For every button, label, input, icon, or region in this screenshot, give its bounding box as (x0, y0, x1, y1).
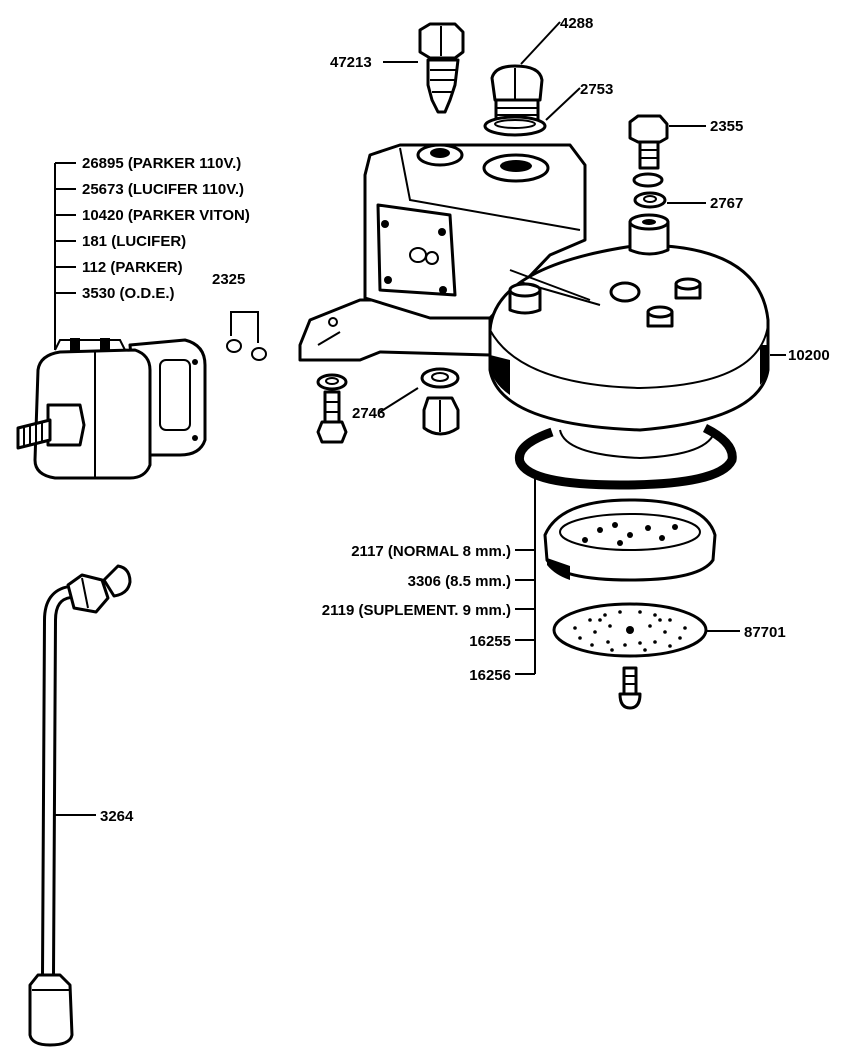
valve-part-3530: 3530 (O.D.E.) (82, 285, 175, 302)
label-87701: 87701 (744, 624, 786, 641)
label-10200: 10200 (788, 347, 830, 364)
valve-group-leader (54, 162, 76, 350)
screen-screw (618, 666, 642, 710)
gasket-part-16255: 16255 (469, 633, 511, 650)
valve-part-25673: 25673 (LUCIFER 110V.) (82, 181, 244, 198)
label-3264: 3264 (100, 808, 134, 825)
bolt-2746 (316, 373, 348, 444)
gasket-group-leader (515, 478, 536, 675)
leader-2753 (545, 87, 581, 121)
o-rings-2325 (226, 311, 267, 361)
label-47213: 47213 (330, 54, 372, 71)
label-2746: 2746 (352, 405, 385, 422)
shower-screen-87701 (552, 602, 708, 658)
label-2753: 2753 (580, 81, 613, 98)
bolt-2355 (628, 114, 669, 170)
leader-2746 (379, 387, 419, 413)
pipe-3264 (28, 564, 132, 1047)
label-2355: 2355 (710, 118, 743, 135)
nut-2746 (420, 367, 460, 436)
leader-4288 (520, 21, 561, 65)
screw-47213 (418, 22, 465, 114)
gasket-part-2117: 2117 (NORMAL 8 mm.) (351, 543, 511, 560)
valve-part-181: 181 (LUCIFER) (82, 233, 186, 250)
washers-2767 (632, 172, 667, 209)
valve-part-26895: 26895 (PARKER 110V.) (82, 155, 241, 172)
gasket-part-3306: 3306 (8.5 mm.) (408, 573, 511, 590)
label-4288: 4288 (560, 15, 593, 32)
plug-4288 (490, 64, 544, 124)
group-head-10200 (298, 143, 770, 460)
valve-part-10420: 10420 (PARKER VITON) (82, 207, 250, 224)
gasket-part-16256: 16256 (469, 667, 511, 684)
solenoid-valve (16, 338, 207, 480)
gasket-ring (514, 423, 737, 490)
label-2767: 2767 (710, 195, 743, 212)
label-2325: 2325 (212, 271, 245, 288)
valve-part-112: 112 (PARKER) (82, 259, 183, 276)
washer-2753 (483, 115, 547, 137)
gasket-part-2119: 2119 (SUPLEMENT. 9 mm.) (322, 602, 511, 619)
shower-holder (543, 498, 717, 582)
